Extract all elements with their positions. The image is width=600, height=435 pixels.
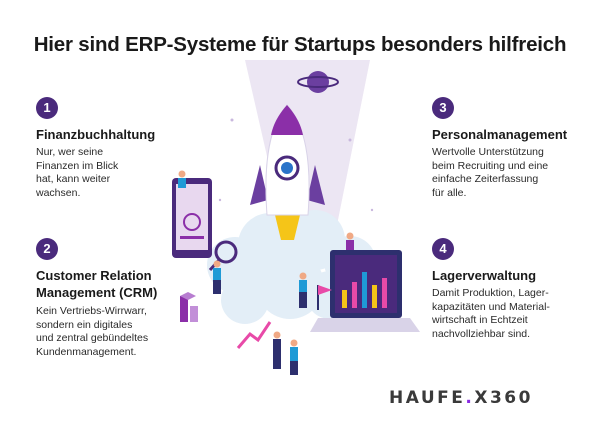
text-line: Nur, wer seine: [36, 146, 104, 158]
flag-icon: [317, 285, 332, 310]
number-badge-2: 2: [36, 238, 58, 260]
text-line: einfache Zeiterfassung: [432, 173, 539, 185]
text-line: Kundenmanagement.: [36, 345, 137, 358]
trend-line: [236, 321, 272, 349]
text-line: wirtschaft in Echtzeit: [432, 314, 528, 326]
planet-icon: [297, 71, 339, 93]
item-text-4: Damit Produktion, Lager- kapazitäten und…: [432, 287, 550, 341]
text-line: sondern ein digitales: [36, 318, 133, 331]
item-heading-1: Finanzbuchhaltung: [36, 126, 155, 143]
logo-part-1: HAUFE: [389, 388, 466, 408]
text-line: und zentral gebündeltes: [36, 332, 149, 344]
haufe-x360-logo: HAUFE.X360: [389, 388, 533, 408]
text-line: nachvollziehbar sind.: [432, 327, 531, 340]
item-heading-3: Personalmanagement: [432, 126, 567, 143]
page-title: Hier sind ERP-Systeme für Startups beson…: [33, 33, 567, 56]
star-icon: [218, 118, 374, 212]
text-line: kapazitäten und Material-: [432, 300, 550, 313]
logo-part-2: X360: [474, 388, 533, 408]
item-text-1: Nur, wer seine Finanzen im Blick hat, ka…: [36, 146, 118, 200]
heading-line: Personalmanagement: [432, 127, 568, 142]
text-line: Wertvolle Unterstützung: [432, 146, 544, 158]
laptop-icon: [310, 250, 420, 332]
item-text-3: Wertvolle Unterstützung beim Recruiting …: [432, 146, 548, 200]
logo-dot: .: [465, 388, 475, 408]
heading-line: Finanzbuchhaltung: [36, 127, 156, 142]
item-heading-2: Customer Relation Management (CRM): [36, 267, 157, 301]
number-badge-4: 4: [432, 238, 454, 260]
text-line: Finanzen im Blick: [36, 159, 119, 172]
number-badge-1: 1: [36, 97, 58, 119]
number-badge-3: 3: [432, 97, 454, 119]
text-line: hat, kann weiter: [36, 173, 111, 185]
bar-chart-icon: [180, 292, 198, 322]
text-line: Damit Produktion, Lager-: [432, 287, 549, 299]
text-line: wachsen.: [36, 186, 81, 199]
text-line: beim Recruiting und eine: [432, 159, 549, 172]
phone-icon: [172, 178, 212, 258]
text-line: Kein Vertriebs-Wirrwarr,: [36, 305, 147, 317]
heading-line: Management (CRM): [36, 285, 158, 300]
text-line: für alle.: [432, 186, 467, 199]
heading-line: Customer Relation: [36, 268, 152, 283]
rocket-icon: [250, 104, 325, 240]
item-heading-4: Lagerverwaltung: [432, 267, 536, 284]
item-text-2: Kein Vertriebs-Wirrwarr, sondern ein dig…: [36, 305, 148, 359]
heading-line: Lagerverwaltung: [432, 268, 537, 283]
